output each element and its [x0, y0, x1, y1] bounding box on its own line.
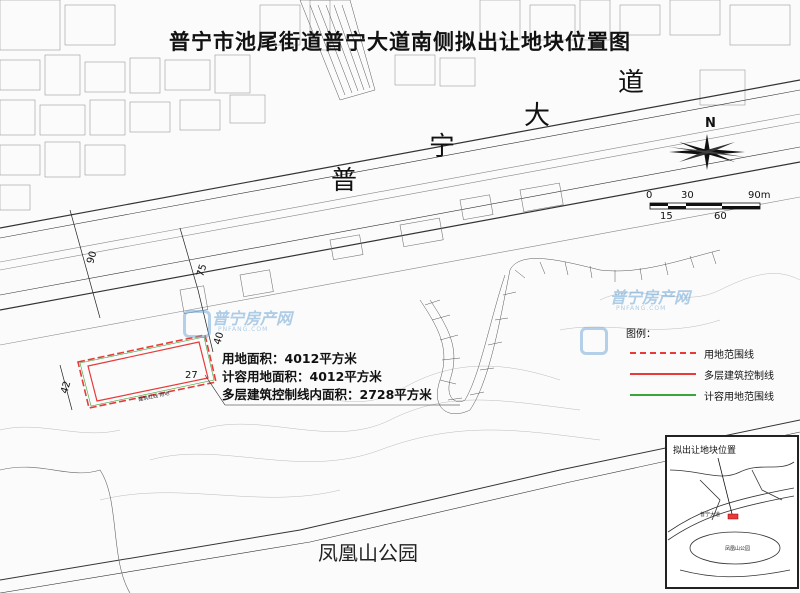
- watermark-brand-2: 普宁房产网: [610, 288, 691, 307]
- inset-frame: [665, 435, 799, 589]
- scale-label-0: 0: [646, 190, 653, 201]
- scale-label-15: 15: [660, 211, 673, 222]
- road-label-char-1: 普: [331, 166, 358, 196]
- south-parcels: [179, 182, 564, 314]
- map-title: 普宁市池尾街道普宁大道南侧拟出让地块位置图: [169, 30, 631, 54]
- stat-control-area: 多层建筑控制线内面积：2728平方米: [222, 387, 432, 402]
- north-label: N: [705, 116, 716, 131]
- main-road: [0, 79, 800, 346]
- inset-title: 拟出让地块位置: [673, 446, 737, 456]
- scale-label-60: 60: [714, 211, 727, 222]
- inset-road-label: 普宁大道: [700, 512, 721, 518]
- scale-bar: [649, 202, 761, 210]
- legend-swatch-far: [630, 394, 696, 396]
- far-line: [79, 336, 215, 407]
- scale-label-30: 30: [681, 190, 694, 201]
- watermark-sub-1: PNFANG.COM: [218, 326, 269, 333]
- legend: 图例： 用地范围线 多层建筑控制线 计容用地范围线: [626, 325, 796, 411]
- inset-park-label: 凤凰山公园: [725, 546, 751, 552]
- slope-hatch-top: [299, 0, 376, 101]
- road-label-char-3: 大: [524, 101, 551, 131]
- legend-swatch-control: [630, 373, 696, 375]
- compass-rose: [669, 134, 745, 170]
- parcel-stats: 用地面积：4012平方米 计容用地面积：4012平方米 多层建筑控制线内面积：2…: [222, 350, 432, 404]
- legend-label-boundary: 用地范围线: [704, 350, 754, 361]
- road-label-char-4: 道: [618, 68, 645, 98]
- parcel: [77, 334, 217, 409]
- tree-line: [0, 466, 131, 593]
- leader-line: [204, 374, 226, 406]
- watermark-sub-2: PNFANG.COM: [616, 305, 667, 312]
- legend-item-boundary: 用地范围线: [626, 348, 796, 369]
- legend-item-control: 多层建筑控制线: [626, 369, 796, 390]
- legend-title: 图例：: [626, 329, 656, 340]
- watermark-brand-1: 普宁房产网: [212, 309, 293, 328]
- dim-label-27: 27: [185, 370, 198, 381]
- stat-land-area: 用地面积：4012平方米: [222, 351, 357, 366]
- scale-label-90: 90m: [748, 190, 771, 201]
- park-label: 凤凰山公园: [318, 541, 418, 565]
- stat-far-area: 计容用地面积：4012平方米: [222, 369, 382, 384]
- slope-hatch-main: [419, 249, 721, 414]
- legend-item-far: 计容用地范围线: [626, 390, 796, 411]
- road-label-char-2: 宁: [429, 132, 456, 162]
- parcel-boundary: [77, 334, 217, 409]
- watermark-logo-2: [580, 327, 608, 355]
- control-line: [87, 341, 209, 402]
- dimension-lines: [59, 209, 214, 411]
- legend-swatch-boundary: [630, 352, 696, 354]
- urban-blocks: [0, 0, 791, 211]
- legend-label-control: 多层建筑控制线: [704, 371, 774, 382]
- watermark-logo-1: [183, 310, 211, 338]
- legend-label-far: 计容用地范围线: [704, 392, 774, 403]
- contours: [0, 273, 800, 501]
